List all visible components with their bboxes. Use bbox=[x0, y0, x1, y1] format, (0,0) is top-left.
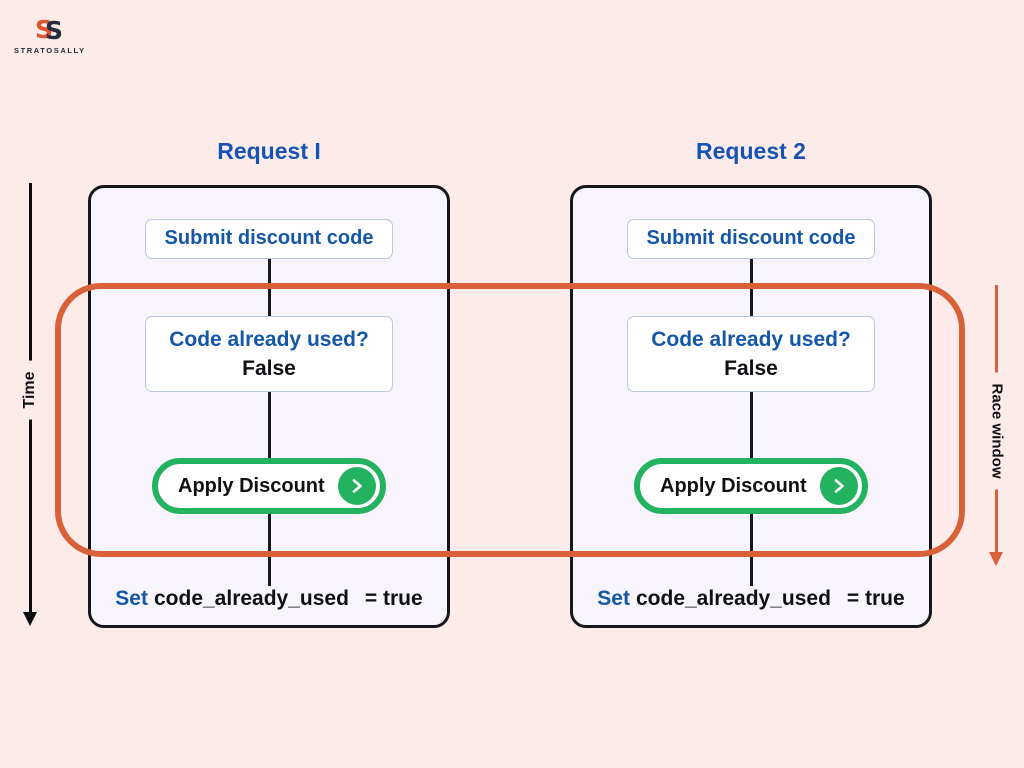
submit-discount-code-step: Submit discount code bbox=[145, 219, 393, 259]
panel-title-request-1: Request I bbox=[217, 138, 321, 164]
time-arrow-down-icon bbox=[23, 612, 37, 626]
apply-discount-step: Apply Discount bbox=[152, 458, 386, 514]
request-2-panel: Submit discount code Code already used? … bbox=[570, 185, 932, 628]
flow-connector-line bbox=[750, 258, 753, 586]
time-axis-label: Time bbox=[21, 360, 39, 420]
check-question: Code already used? bbox=[169, 328, 369, 351]
check-question: Code already used? bbox=[651, 328, 851, 351]
brand-logo: S S STRATOSALLY bbox=[14, 12, 84, 55]
apply-discount-label: Apply Discount bbox=[660, 474, 807, 497]
panel-title-request-2: Request 2 bbox=[696, 138, 806, 164]
code-already-used-check-step: Code already used? False bbox=[627, 316, 875, 392]
brand-name: STRATOSALLY bbox=[14, 46, 86, 55]
flag-assignment: = true bbox=[846, 587, 905, 610]
race-window-arrow-down-icon bbox=[989, 552, 1003, 566]
race-window-label: Race window bbox=[988, 372, 1006, 490]
request-1-panel: Submit discount code Code already used? … bbox=[88, 185, 450, 628]
chevron-right-icon bbox=[338, 467, 376, 505]
flag-assignment: = true bbox=[364, 587, 423, 610]
apply-discount-step: Apply Discount bbox=[634, 458, 868, 514]
flow-connector-line bbox=[268, 258, 271, 586]
flag-variable: code_already_used bbox=[153, 587, 349, 610]
code-already-used-check-step: Code already used? False bbox=[145, 316, 393, 392]
svg-text:S: S bbox=[35, 15, 53, 44]
apply-discount-label: Apply Discount bbox=[178, 474, 325, 497]
svg-text:S: S bbox=[45, 16, 63, 44]
set-keyword: Set bbox=[115, 587, 148, 610]
submit-discount-code-step: Submit discount code bbox=[627, 219, 875, 259]
flag-variable: code_already_used bbox=[635, 587, 831, 610]
chevron-right-icon bbox=[820, 467, 858, 505]
check-result: False bbox=[242, 357, 296, 380]
check-result: False bbox=[724, 357, 778, 380]
set-keyword: Set bbox=[597, 587, 630, 610]
brand-monogram-icon: S S bbox=[35, 15, 63, 44]
